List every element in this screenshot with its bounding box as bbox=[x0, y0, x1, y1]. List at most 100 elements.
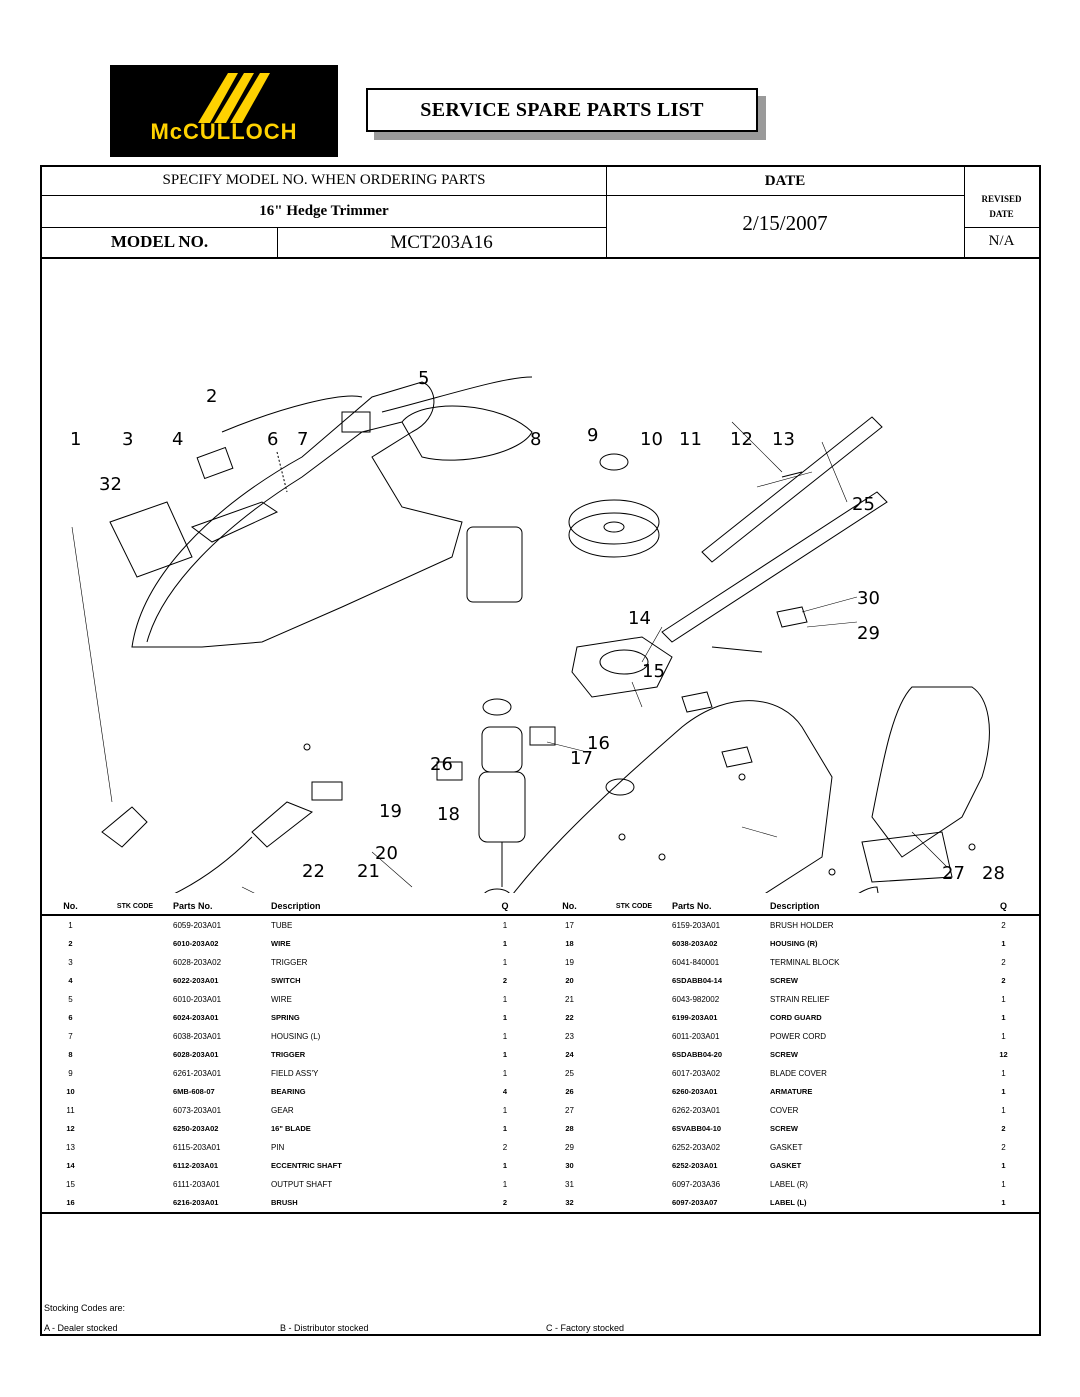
cell-q: 2 bbox=[502, 1142, 508, 1152]
cell-q: 1 bbox=[502, 1124, 508, 1134]
date-value: 2/15/2007 bbox=[742, 211, 828, 235]
cell-no: 15 bbox=[66, 1179, 75, 1189]
cell-desc: STRAIN RELIEF bbox=[770, 994, 830, 1004]
cell-q: 2 bbox=[502, 976, 508, 986]
cell-stk bbox=[99, 1064, 171, 1083]
field-assy-shape bbox=[466, 526, 523, 603]
gear-shape bbox=[568, 512, 660, 558]
callout-27: 27 bbox=[942, 863, 965, 884]
header-divider bbox=[42, 195, 606, 196]
header-divider bbox=[964, 227, 1039, 228]
cell-desc: FIELD ASS'Y bbox=[271, 1068, 319, 1078]
spring-shape bbox=[276, 451, 288, 493]
leader-line bbox=[801, 596, 858, 613]
cell-stk bbox=[598, 1046, 670, 1065]
callout-6: 6 bbox=[267, 429, 278, 450]
cell-q: 4 bbox=[502, 1087, 508, 1097]
cell-q: 2 bbox=[1001, 1142, 1006, 1152]
cell-part: 6216-203A01 bbox=[171, 1193, 269, 1214]
page-title: SERVICE SPARE PARTS LIST bbox=[420, 98, 704, 121]
leader-line bbox=[821, 441, 848, 503]
cell-stk bbox=[598, 915, 670, 935]
cell-desc: WIRE bbox=[271, 939, 291, 949]
cell-stk bbox=[598, 1083, 670, 1102]
cell-stk bbox=[598, 1064, 670, 1083]
col-stk-code: STK CODE bbox=[99, 897, 171, 916]
header-divider bbox=[42, 227, 606, 228]
cell-desc: HOUSING (R) bbox=[770, 939, 818, 949]
screw-shape bbox=[303, 743, 311, 751]
callout-5: 5 bbox=[418, 368, 429, 389]
cell-part: 6115-203A01 bbox=[173, 1142, 221, 1152]
revised-date-label: DATE bbox=[989, 209, 1014, 219]
cell-no: 27 bbox=[565, 1105, 574, 1115]
cell-stk bbox=[99, 1101, 171, 1120]
cell-q: 1 bbox=[502, 1105, 508, 1115]
specify-note: SPECIFY MODEL NO. WHEN ORDERING PARTS bbox=[162, 172, 486, 188]
gear-top-shape bbox=[568, 499, 660, 545]
cover-shape bbox=[861, 831, 953, 883]
callout-18: 18 bbox=[437, 804, 460, 825]
eccentric-plate-shape bbox=[571, 636, 673, 698]
product-name: 16" Hedge Trimmer bbox=[259, 203, 389, 219]
cell-desc: SPRING bbox=[271, 1013, 300, 1023]
gear-hub-shape bbox=[603, 521, 625, 533]
cell-desc: SCREW bbox=[770, 976, 798, 986]
label-l-shape bbox=[109, 501, 193, 578]
cell-no: 8 bbox=[68, 1050, 73, 1060]
wire-5-shape bbox=[381, 376, 533, 413]
cell-stk bbox=[99, 953, 171, 972]
cell-stk bbox=[598, 1138, 670, 1157]
callout-32: 32 bbox=[99, 474, 122, 495]
gasket-shape bbox=[721, 746, 753, 768]
cell-stk bbox=[99, 1120, 171, 1139]
bearing-shape bbox=[605, 778, 635, 796]
cell-q: 1 bbox=[1001, 1013, 1006, 1023]
bearing-shape bbox=[482, 698, 512, 716]
cell-q: 1 bbox=[1001, 1161, 1006, 1171]
gasket-shape bbox=[681, 691, 713, 713]
screw-shape bbox=[828, 868, 836, 876]
cell-part: 6022-203A01 bbox=[173, 976, 219, 986]
screw-shape bbox=[618, 833, 626, 841]
cell-part: 6041-840001 bbox=[672, 957, 720, 967]
cord-guard-shape bbox=[251, 801, 313, 848]
cell-part: 6MB-608-07 bbox=[173, 1087, 215, 1097]
stock-code-a: A - Dealer stocked bbox=[44, 1323, 118, 1333]
cell-desc: OUTPUT SHAFT bbox=[271, 1179, 333, 1189]
leader-line bbox=[71, 526, 113, 803]
cell-part: 6024-203A01 bbox=[173, 1013, 219, 1023]
cell-no: 29 bbox=[565, 1142, 574, 1152]
cell-no: 16 bbox=[42, 1193, 99, 1214]
logo-mark-icon bbox=[198, 73, 270, 123]
cell-stk bbox=[598, 1157, 670, 1176]
col-q: Q bbox=[968, 897, 1039, 916]
cell-desc: BRUSH bbox=[269, 1193, 469, 1214]
col-no: No. bbox=[42, 897, 99, 916]
cell-stk bbox=[99, 935, 171, 954]
cell-part: 6017-203A02 bbox=[672, 1068, 721, 1078]
cell-stk bbox=[598, 1027, 670, 1046]
callout-19: 19 bbox=[379, 801, 402, 822]
cell-part: 6261-203A01 bbox=[173, 1068, 222, 1078]
cell-q: 1 bbox=[968, 1193, 1039, 1214]
cell-q: 1 bbox=[1001, 1087, 1006, 1097]
revised-label: REVISED bbox=[981, 194, 1022, 204]
cell-desc: TRIGGER bbox=[271, 1050, 306, 1060]
exploded-view-diagram: 1 2 3 4 5 6 7 8 9 10 11 12 13 14 15 16 1… bbox=[70, 368, 1005, 893]
header-divider bbox=[606, 167, 607, 257]
leader-line bbox=[756, 471, 813, 488]
cell-q: 1 bbox=[502, 957, 508, 967]
callout-7: 7 bbox=[297, 429, 308, 450]
cell-q: 1 bbox=[502, 1013, 508, 1023]
blade-cover-shape bbox=[871, 686, 990, 858]
cell-stk bbox=[598, 1120, 670, 1139]
title-box: SERVICE SPARE PARTS LIST bbox=[366, 88, 758, 132]
date-label: DATE bbox=[764, 173, 806, 189]
cell-part: 6262-203A01 bbox=[672, 1105, 721, 1115]
cell-stk bbox=[598, 972, 670, 991]
cell-desc: PIN bbox=[271, 1142, 285, 1152]
